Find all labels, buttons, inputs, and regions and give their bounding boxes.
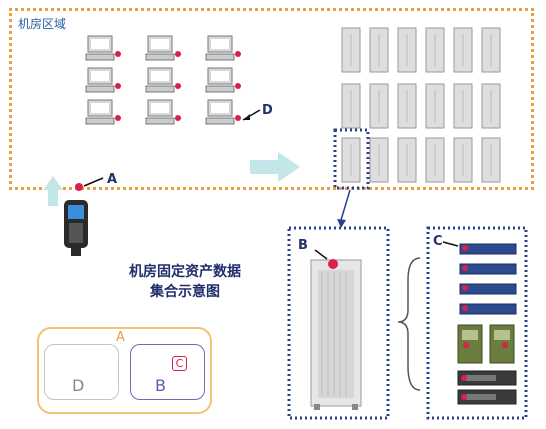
legend-box-b	[130, 344, 205, 400]
rfid-tag-dot	[462, 285, 468, 291]
legend-label-c: C	[172, 356, 187, 371]
computer-icon	[85, 99, 115, 125]
caption-line-2: 集合示意图	[150, 284, 220, 300]
label-a: A	[107, 172, 118, 187]
server-blade-icon	[457, 324, 515, 364]
label-c: C	[433, 234, 443, 249]
server-unit-icon	[457, 370, 517, 405]
computer-icon	[205, 99, 235, 125]
machine-room-title: 机房区域	[18, 17, 67, 31]
arrow-to-detail	[340, 189, 351, 221]
server-rack-icon	[310, 259, 362, 410]
rfid-tag-dot	[328, 259, 338, 269]
computer-icon	[205, 67, 235, 93]
rack-grid	[341, 27, 501, 183]
rfid-tag-dot	[461, 375, 467, 381]
rfid-tag-dot	[462, 245, 468, 251]
brace	[397, 257, 421, 391]
computer-icon	[85, 67, 115, 93]
arrow-b	[314, 249, 328, 260]
legend-label-d: D	[72, 376, 85, 395]
right-arrow-icon	[250, 152, 300, 182]
label-d: D	[262, 103, 273, 118]
computer-icon	[85, 35, 115, 61]
rfid-tag-dot	[175, 51, 181, 57]
computer-icon	[145, 67, 175, 93]
rfid-tag-dot	[463, 342, 469, 348]
rfid-tag-dot	[235, 115, 241, 121]
rfid-tag-dot	[115, 51, 121, 57]
rfid-tag-dot	[235, 51, 241, 57]
rfid-tag-dot	[462, 265, 468, 271]
rfid-tag-dot	[462, 305, 468, 311]
rfid-tag-dot	[175, 115, 181, 121]
selected-rack-box	[333, 128, 370, 190]
computer-icon	[145, 35, 175, 61]
rfid-tag-dot	[115, 83, 121, 89]
rfid-tag-dot	[502, 342, 508, 348]
legend-label-a: A	[116, 330, 125, 345]
up-arrow-icon	[43, 176, 63, 206]
arrow-c	[442, 241, 459, 247]
rfid-tag-dot	[175, 83, 181, 89]
machine-room-area	[9, 8, 534, 190]
rfid-tag-dot	[461, 394, 467, 400]
computer-icon	[205, 35, 235, 61]
legend-label-b: B	[155, 376, 166, 395]
rfid-tag-dot	[75, 183, 83, 191]
arrow-a	[83, 177, 104, 187]
label-b: B	[298, 238, 308, 253]
legend-box-d	[44, 344, 119, 400]
rfid-tag-dot	[115, 115, 121, 121]
computer-icon	[145, 99, 175, 125]
diagram-caption: 机房固定资产数据 集合示意图	[110, 262, 260, 302]
legend-outer-a	[37, 327, 212, 414]
caption-line-1: 机房固定资产数据	[129, 264, 241, 280]
rfid-tag-dot	[235, 83, 241, 89]
equipment-detail-box	[426, 226, 528, 420]
handheld-scanner-icon	[64, 200, 88, 256]
network-switch-icon	[459, 243, 517, 315]
pc-grid	[85, 35, 235, 125]
